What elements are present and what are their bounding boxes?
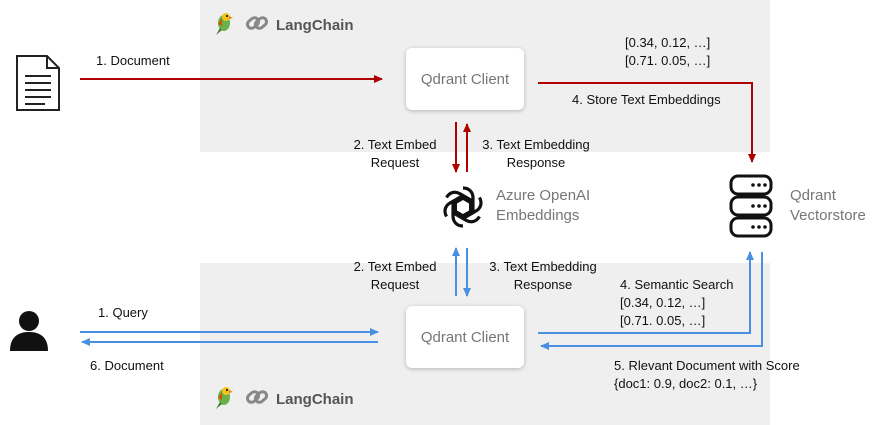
openai-service-label: Azure OpenAI Embeddings bbox=[496, 186, 590, 226]
vectorstore-line1: Qdrant bbox=[790, 187, 836, 204]
label-embed-request-top: 2. Text Embed Request bbox=[342, 136, 448, 172]
label-vector-1-bottom: [0.34, 0.12, …] bbox=[620, 295, 706, 310]
arrow-store-embeddings bbox=[538, 82, 756, 163]
embed-request-line1: 2. Text Embed bbox=[353, 259, 437, 274]
label-document-step: 1. Document bbox=[96, 53, 170, 68]
document-icon bbox=[15, 54, 61, 117]
qdrant-client-top: Qdrant Client bbox=[406, 48, 524, 110]
embed-request-line2: Request bbox=[370, 155, 420, 170]
label-embed-response-bottom: 3. Text Embedding Response bbox=[480, 258, 606, 294]
user-icon bbox=[9, 310, 49, 357]
label-embed-request-bottom: 2. Text Embed Request bbox=[342, 258, 448, 294]
embed-response-line2: Response bbox=[506, 155, 566, 170]
label-relevant-documents: 5. Rlevant Document with Score bbox=[614, 358, 800, 373]
embed-request-line2: Request bbox=[370, 277, 420, 292]
label-vector-2-bottom: [0.71. 0.05, …] bbox=[620, 313, 706, 328]
label-semantic-search: 4. Semantic Search bbox=[620, 277, 734, 292]
parrot-icon bbox=[212, 384, 238, 415]
parrot-icon bbox=[212, 10, 238, 41]
langchain-label: LangChain bbox=[276, 391, 354, 408]
label-embed-response-top: 3. Text Embedding Response bbox=[474, 136, 598, 172]
langchain-brand-bottom: LangChain bbox=[212, 384, 354, 415]
openai-line1: Azure OpenAI bbox=[496, 187, 591, 204]
label-store-embeddings: 4. Store Text Embeddings bbox=[572, 92, 721, 107]
arrow-semantic-search bbox=[538, 251, 754, 334]
embed-response-line1: 3. Text Embedding bbox=[489, 259, 597, 274]
embed-request-line1: 2. Text Embed bbox=[353, 137, 437, 152]
label-document-scores: {doc1: 0.9, doc2: 0.1, …} bbox=[614, 376, 758, 391]
vectorstore-line2: Vectorstore bbox=[790, 207, 866, 224]
database-icon bbox=[728, 174, 774, 245]
embed-response-line1: 3. Text Embedding bbox=[482, 137, 590, 152]
qdrant-client-bottom: Qdrant Client bbox=[406, 306, 524, 368]
label-query-step: 1. Query bbox=[98, 305, 148, 320]
label-vector-1-top: [0.34, 0.12, …] bbox=[625, 35, 711, 50]
langchain-label: LangChain bbox=[276, 17, 354, 34]
vectorstore-label: Qdrant Vectorstore bbox=[790, 186, 866, 226]
label-vector-2-top: [0.71. 0.05, …] bbox=[625, 53, 711, 68]
chain-link-icon bbox=[244, 384, 270, 415]
embed-response-line2: Response bbox=[513, 277, 573, 292]
langchain-brand-top: LangChain bbox=[212, 10, 354, 41]
label-document-return-step: 6. Document bbox=[90, 358, 164, 373]
openai-line2: Embeddings bbox=[496, 207, 580, 224]
arrow-relevant-documents bbox=[540, 252, 763, 350]
chain-link-icon bbox=[244, 10, 270, 41]
openai-logo-icon bbox=[438, 182, 488, 237]
